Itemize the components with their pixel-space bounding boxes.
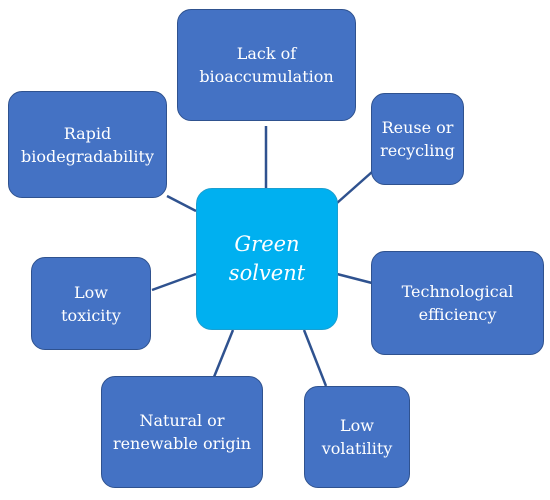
node-label-line-2: renewable origin bbox=[112, 434, 252, 453]
node-reuse-or-recycling: Reuse or recycling bbox=[371, 93, 464, 185]
node-label-line-2: volatility bbox=[321, 439, 393, 458]
node-technological-efficiency: Technological efficiency bbox=[371, 251, 544, 355]
connector-natural-or-renewable-origin bbox=[212, 329, 235, 378]
node-label-line-2: biodegradability bbox=[21, 146, 154, 166]
node-label-line-1: Rapid bbox=[63, 123, 112, 143]
node-label-line-1: Reuse or bbox=[381, 118, 454, 137]
node-label-line-2: efficiency bbox=[418, 305, 497, 324]
node-label-line-1: Lack of bbox=[236, 44, 297, 63]
node-rapid-biodegradability: Rapid biodegradability bbox=[8, 91, 167, 198]
center-node-green-solvent: Green solvent bbox=[196, 188, 338, 330]
connector-low-toxicity bbox=[151, 272, 197, 292]
node-low-toxicity: Low toxicity bbox=[31, 257, 151, 350]
connector-reuse-or-recycling bbox=[336, 171, 373, 204]
node-lack-of-bioaccumulation: Lack of bioaccumulation bbox=[177, 9, 356, 121]
connector-low-volatility bbox=[302, 329, 328, 387]
node-label-line-2: recycling bbox=[380, 141, 455, 160]
node-label-line-1: Low bbox=[340, 416, 374, 435]
node-label-line-2: bioaccumulation bbox=[199, 67, 334, 86]
connector-rapid-biodegradability bbox=[166, 194, 197, 213]
node-label-line-2: toxicity bbox=[61, 305, 121, 325]
node-natural-or-renewable-origin: Natural or renewable origin bbox=[101, 376, 263, 488]
node-low-volatility: Low volatility bbox=[304, 386, 410, 488]
node-label-line-1: Low bbox=[74, 282, 108, 302]
node-label-line-1: Natural or bbox=[139, 411, 225, 430]
center-label-line-1: Green bbox=[234, 232, 300, 256]
center-label-line-2: solvent bbox=[228, 261, 306, 285]
connector-technological-efficiency bbox=[336, 272, 373, 285]
node-label-line-1: Technological bbox=[401, 282, 514, 301]
